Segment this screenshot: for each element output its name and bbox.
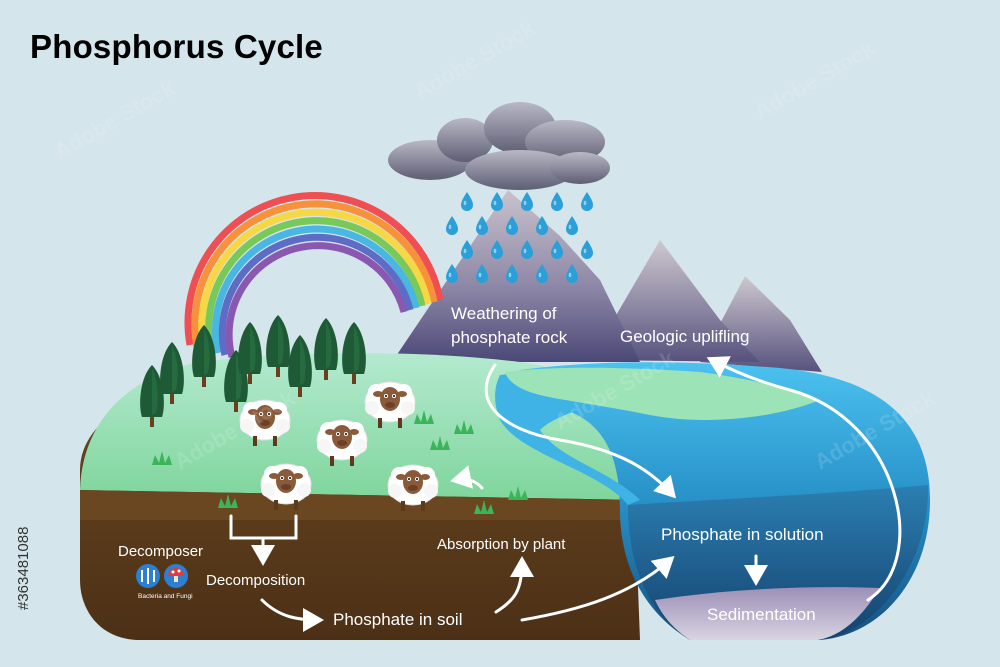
river [495, 372, 660, 505]
svg-text:Adobe Stock: Adobe Stock [50, 75, 180, 164]
label-sedimentation: Sedimentation [707, 605, 816, 624]
label-weathering-line1: Weathering of [451, 304, 557, 323]
label-soil: Phosphate in soil [333, 610, 462, 629]
mountain-middle [590, 240, 760, 362]
label-decomposition: Decomposition [206, 572, 305, 589]
label-uplifting: Geologic uplifling [620, 327, 749, 346]
label-absorption: Absorption by plant [437, 536, 566, 553]
label-weathering-line2: phosphate rock [451, 328, 568, 347]
arrow-absorption-to-plant [450, 465, 484, 490]
cloud-icon [388, 102, 610, 190]
arrow-weathering-to-solution [484, 363, 677, 499]
svg-text:Adobe Stock: Adobe Stock [750, 35, 880, 124]
svg-text:Adobe Stock: Adobe Stock [410, 15, 540, 104]
arrow-soil-to-solution [520, 556, 675, 622]
arrow-decomposition-to-soil [260, 598, 324, 632]
sediment-layer [655, 587, 880, 640]
arrow-sediment-to-uplift [706, 356, 902, 602]
bacteria-icon [136, 564, 160, 588]
stock-id: #363481088 [15, 527, 32, 610]
arrow-soil-to-absorption [494, 556, 534, 614]
page-title: Phosphorus Cycle [30, 28, 323, 65]
label-solution: Phosphate in solution [661, 525, 824, 544]
label-bacteria-fungi: Bacteria and Fungi [138, 593, 193, 600]
arrow-icon [229, 356, 902, 632]
rainbow-icon [184, 191, 444, 358]
label-decomposer: Decomposer [118, 543, 203, 560]
mushroom-icon [164, 564, 188, 588]
